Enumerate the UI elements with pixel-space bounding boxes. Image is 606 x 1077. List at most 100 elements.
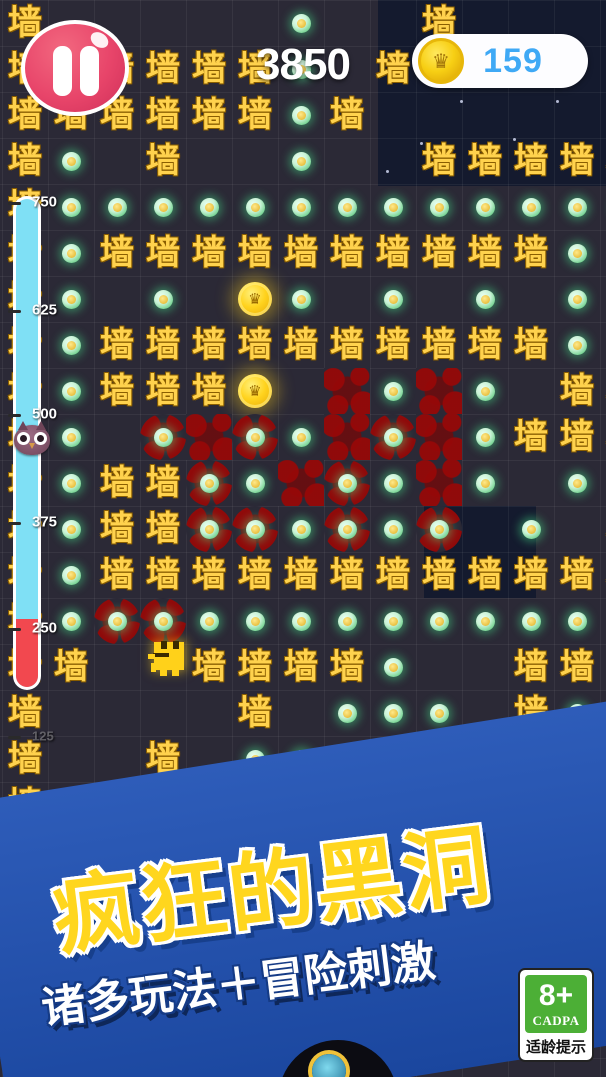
- hazard-tile-with-dot: [232, 506, 278, 552]
- collectible-dot: [554, 230, 600, 276]
- coin-count: 159: [483, 41, 543, 80]
- collectible-dot: [278, 138, 324, 184]
- wall-tile: 墙: [560, 371, 594, 411]
- collectible-dot: [232, 598, 278, 644]
- hazard-tile: [416, 460, 462, 506]
- wall-tile: 墙: [146, 233, 180, 273]
- wall-tile: 墙: [376, 555, 410, 595]
- wall-tile: 墙: [330, 325, 364, 365]
- wall-tile: 墙: [100, 233, 134, 273]
- age-rating-badge: 8+ CADPA 适龄提示: [518, 968, 594, 1062]
- wall-tile: 墙: [100, 509, 134, 549]
- wall-tile: 墙: [8, 141, 42, 181]
- collectible-dot: [554, 598, 600, 644]
- wall-tile: 墙: [238, 49, 272, 89]
- wall-tile: 墙: [238, 555, 272, 595]
- hazard-tile-with-dot: [416, 506, 462, 552]
- progress-tick: [8, 736, 21, 739]
- collectible-dot: [370, 368, 416, 414]
- wall-tile: 墙: [146, 555, 180, 595]
- hazard-tile-with-dot: [186, 460, 232, 506]
- wall-tile: 墙: [422, 233, 456, 273]
- collectible-dot: [370, 644, 416, 690]
- collectible-dot: [416, 184, 462, 230]
- collectible-dot: [278, 414, 324, 460]
- collectible-dot: [48, 184, 94, 230]
- collectible-dot: [370, 690, 416, 736]
- collectible-dot: [554, 322, 600, 368]
- wall-tile: 墙: [376, 233, 410, 273]
- wall-tile: 墙: [560, 417, 594, 457]
- wall-tile: 墙: [146, 509, 180, 549]
- collectible-dot: [278, 46, 324, 92]
- collectible-dot: [462, 414, 508, 460]
- collectible-dot: [416, 690, 462, 736]
- collectible-dot: [48, 460, 94, 506]
- hazard-tile-with-dot: [140, 598, 186, 644]
- collectible-dot: [140, 184, 186, 230]
- hazard-tile: [278, 460, 324, 506]
- wall-tile: 墙: [238, 693, 272, 733]
- wall-tile: 墙: [514, 233, 548, 273]
- wall-tile: 墙: [560, 555, 594, 595]
- progress-tick: [8, 628, 21, 631]
- collectible-dot: [278, 276, 324, 322]
- wall-tile: 墙: [330, 555, 364, 595]
- wall-tile: 墙: [560, 141, 594, 181]
- collectible-dot: [48, 368, 94, 414]
- wall-tile: 墙: [192, 49, 226, 89]
- wall-tile: 墙: [422, 555, 456, 595]
- void-region-top-right: [378, 0, 606, 186]
- crown-coin-icon: ♛: [418, 38, 464, 84]
- wall-tile: 墙: [284, 647, 318, 687]
- collectible-dot: [232, 460, 278, 506]
- orb-iris: [312, 1054, 346, 1077]
- wall-tile: 墙: [600, 138, 606, 184]
- collectible-dot: [278, 0, 324, 46]
- collectible-dot: [324, 690, 370, 736]
- gold-coin: ♛: [232, 276, 278, 322]
- wall-tile: 墙: [146, 141, 180, 181]
- wall-tile: 墙: [468, 325, 502, 365]
- coin-counter[interactable]: ♛ 159: [412, 34, 588, 88]
- age-rating-note: 适龄提示: [525, 1038, 586, 1056]
- collectible-dot: [370, 460, 416, 506]
- wall-tile: 墙: [146, 49, 180, 89]
- collectible-dot: [278, 92, 324, 138]
- collectible-dot: [462, 368, 508, 414]
- hazard-tile: [324, 414, 370, 460]
- wall-tile: 墙: [600, 552, 606, 598]
- collectible-dot: [48, 230, 94, 276]
- wall-tile: 墙: [422, 325, 456, 365]
- collectible-dot: [554, 184, 600, 230]
- gold-coin: ♛: [232, 368, 278, 414]
- wall-tile: 墙: [468, 555, 502, 595]
- progress-tick: [8, 202, 21, 205]
- collectible-dot: [508, 506, 554, 552]
- wall-tile: 墙: [330, 647, 364, 687]
- collectible-dot: [508, 184, 554, 230]
- hazard-tile-with-dot: [186, 506, 232, 552]
- wall-tile: 墙: [560, 647, 594, 687]
- pause-button[interactable]: [21, 20, 129, 116]
- hazard-tile: [324, 368, 370, 414]
- wall-tile: 墙: [192, 555, 226, 595]
- collectible-dot: [416, 598, 462, 644]
- wall-tile: 墙: [146, 371, 180, 411]
- collectible-dot: [278, 506, 324, 552]
- pause-icon: [53, 46, 72, 96]
- age-rating-org: CADPA: [532, 1013, 580, 1028]
- collectible-dot: [278, 184, 324, 230]
- collectible-dot: [554, 460, 600, 506]
- score-display: 3850: [256, 40, 351, 89]
- wall-tile: 墙: [192, 371, 226, 411]
- hazard-tile-with-dot: [140, 414, 186, 460]
- wall-tile: 墙: [8, 693, 42, 733]
- star-dot: [513, 138, 516, 141]
- age-rating-block: 8+ CADPA: [525, 975, 587, 1033]
- star-dot: [420, 142, 423, 145]
- hazard-tile: [416, 414, 462, 460]
- wall-tile: 墙: [192, 95, 226, 135]
- collectible-dot: [370, 276, 416, 322]
- wall-tile: 墙: [100, 325, 134, 365]
